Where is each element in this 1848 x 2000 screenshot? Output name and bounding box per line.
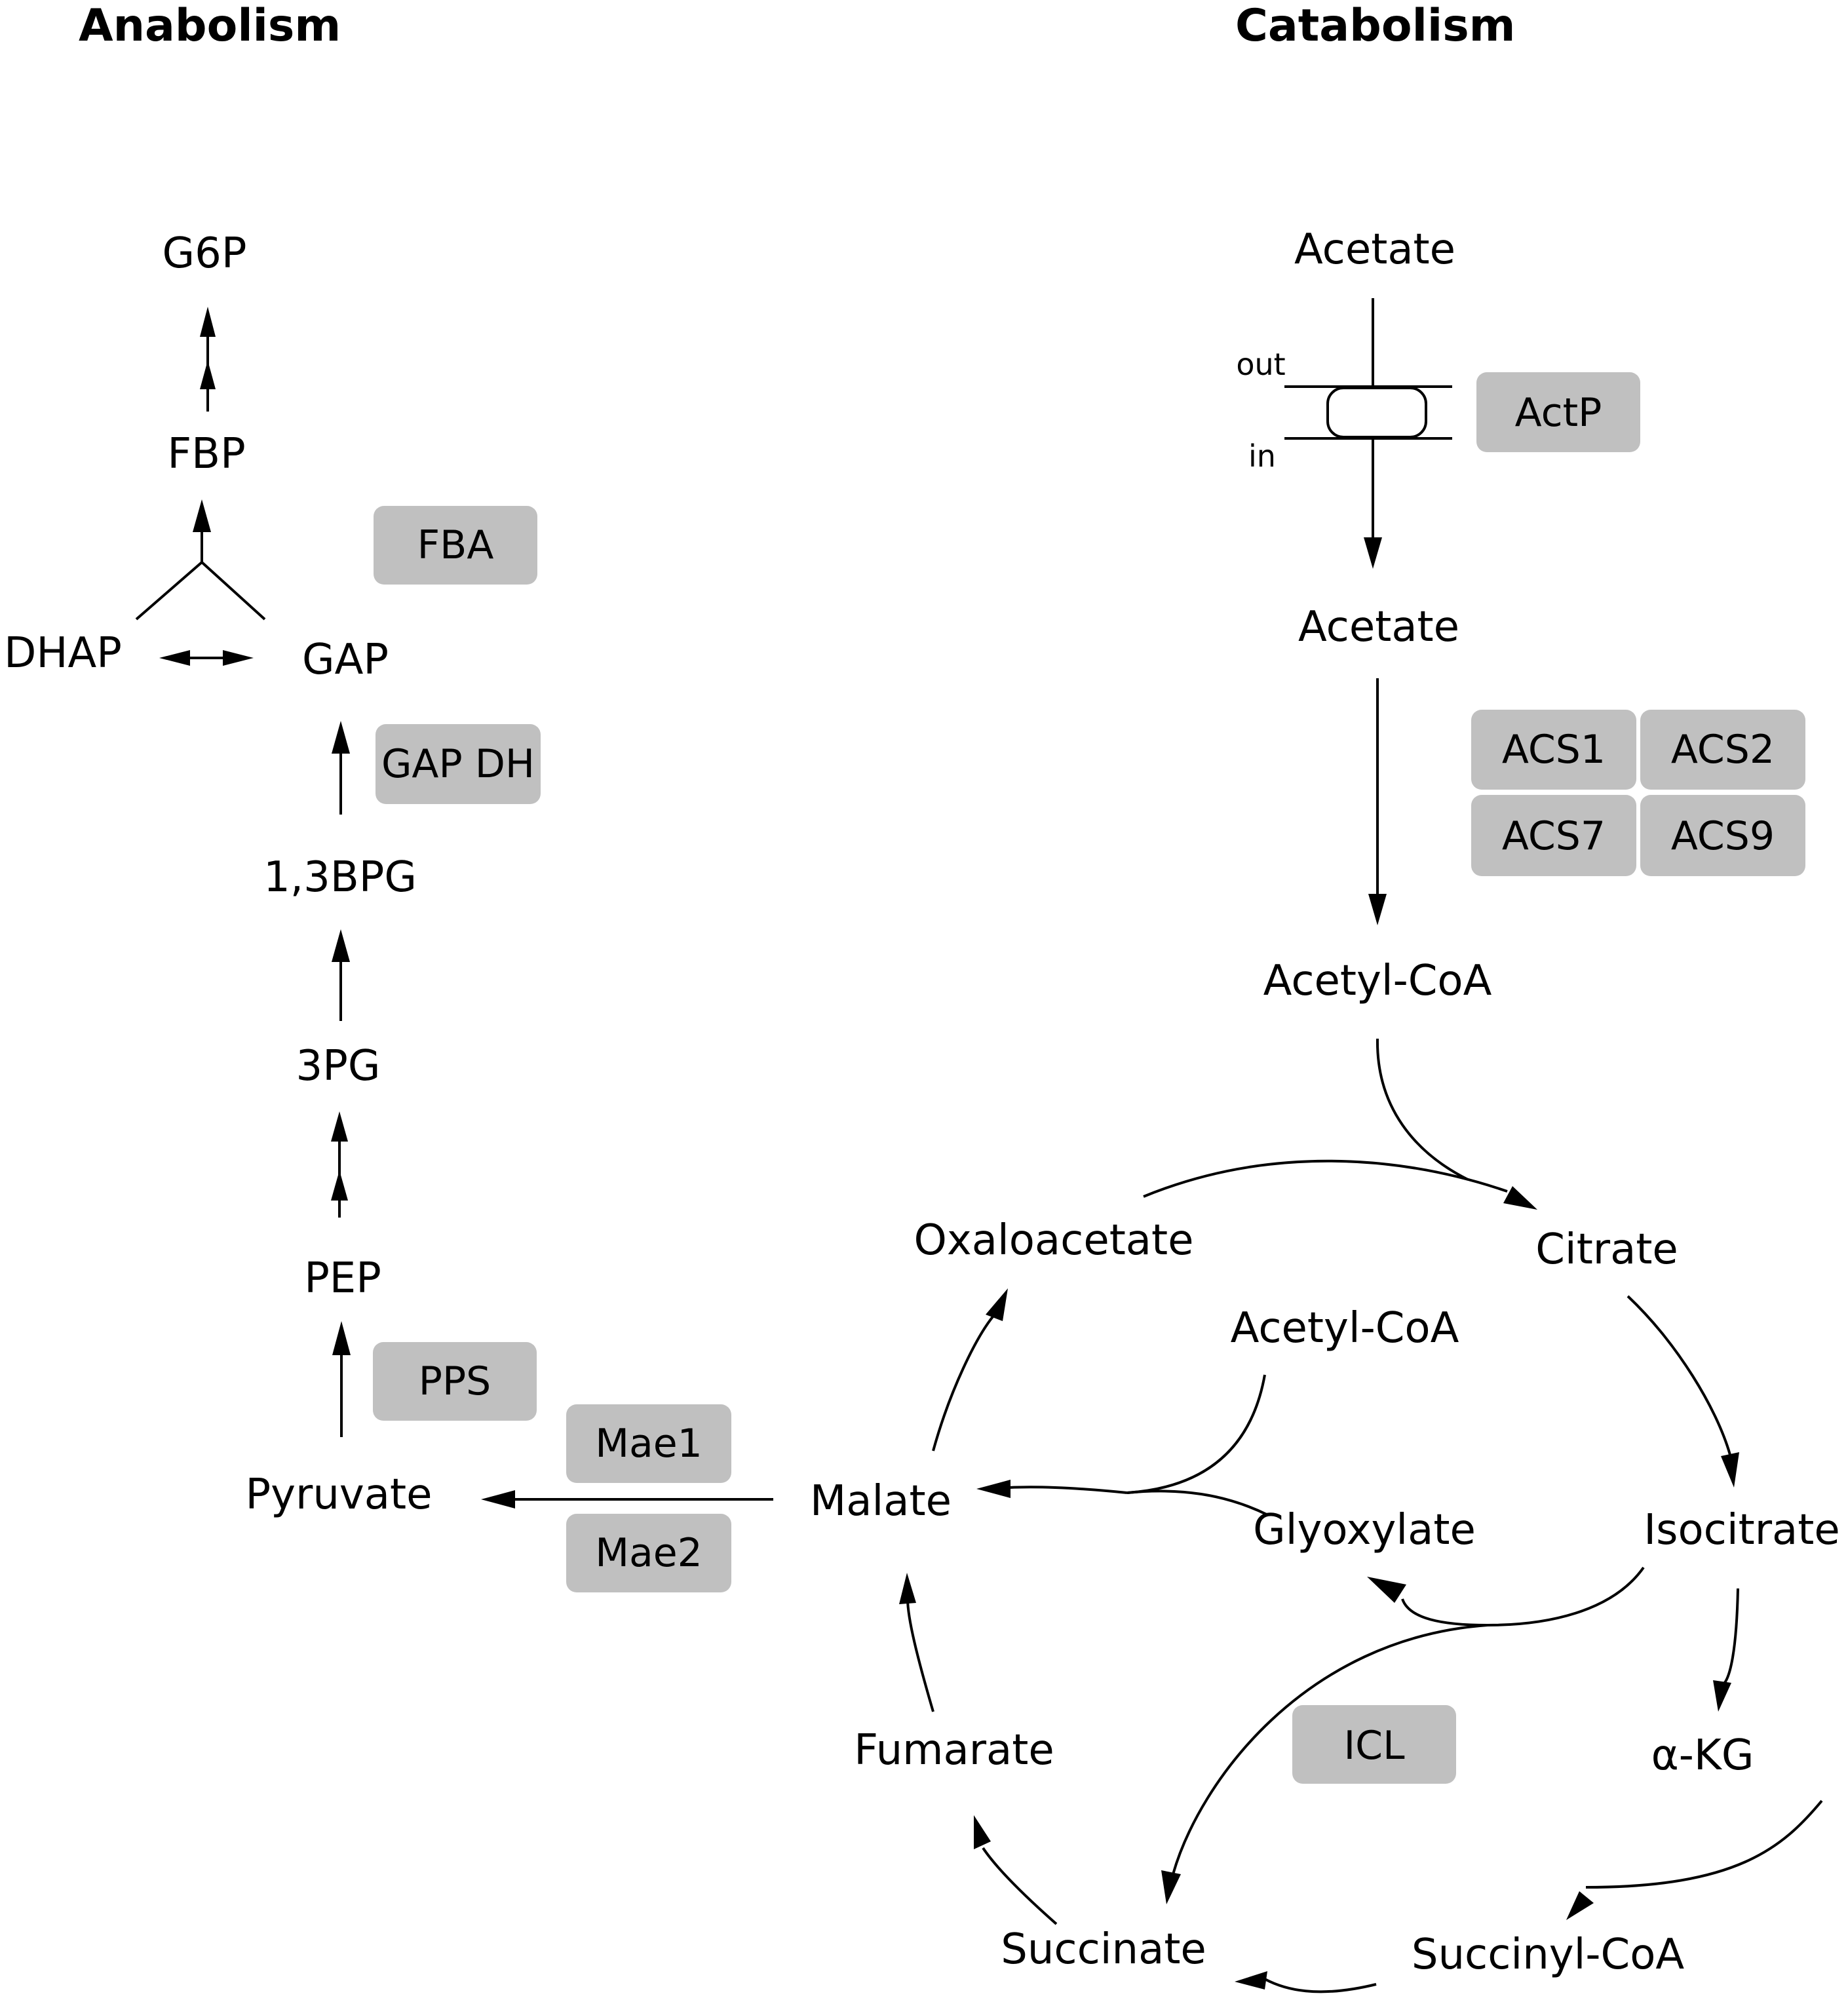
membrane-out-label: out bbox=[1236, 347, 1285, 382]
metabolite-gap: GAP bbox=[302, 636, 389, 684]
metabolite-citrate: Citrate bbox=[1535, 1225, 1678, 1274]
metabolite-fumarate: Fumarate bbox=[854, 1726, 1054, 1775]
arrow-fumarate-to-malate bbox=[899, 1573, 934, 1712]
membrane-transporter bbox=[1284, 298, 1452, 440]
enzyme-fba-label: FBA bbox=[417, 522, 494, 568]
enzyme-mae1: Mae1 bbox=[566, 1404, 731, 1483]
metabolite-alpha-kg: α-KG bbox=[1651, 1731, 1754, 1780]
arrow-triose-to-fbp bbox=[135, 499, 266, 621]
arrow-citrate-to-isocitrate bbox=[1627, 1295, 1739, 1488]
enzyme-acs7-label: ACS7 bbox=[1502, 813, 1606, 859]
arrow-alpha-kg-to-succinyl-coa bbox=[1566, 1799, 1823, 1920]
metabolite-oxaloacetate: Oxaloacetate bbox=[914, 1216, 1194, 1265]
enzyme-acs9-label: ACS9 bbox=[1671, 813, 1775, 859]
enzyme-actp: ActP bbox=[1476, 372, 1640, 452]
enzyme-mae2-label: Mae2 bbox=[595, 1530, 703, 1576]
metabolite-acetate-intracellular: Acetate bbox=[1298, 603, 1459, 651]
metabolite-succinate: Succinate bbox=[1001, 1925, 1206, 1974]
enzyme-acs1-label: ACS1 bbox=[1502, 727, 1606, 773]
arrow-acetyl-coa-to-citrate bbox=[1376, 1038, 1469, 1181]
enzyme-icl: ICL bbox=[1292, 1705, 1456, 1784]
arrow-pyruvate-to-pep bbox=[332, 1321, 351, 1437]
enzyme-fba: FBA bbox=[374, 506, 537, 585]
arrow-succinyl-coa-to-succinate bbox=[1235, 1971, 1377, 1993]
metabolite-g6p: G6P bbox=[163, 229, 247, 278]
metabolite-pyruvate: Pyruvate bbox=[246, 1471, 433, 1519]
metabolite-dhap: DHAP bbox=[4, 629, 122, 678]
arrow-malate-to-pyruvate bbox=[481, 1490, 773, 1509]
arrow-pep-to-3pg bbox=[331, 1111, 348, 1218]
enzyme-icl-label: ICL bbox=[1343, 1723, 1405, 1769]
enzyme-pps-label: PPS bbox=[419, 1358, 491, 1404]
metabolite-glyoxylate: Glyoxylate bbox=[1253, 1506, 1476, 1554]
enzyme-gapdh-label: GAP DH bbox=[381, 741, 535, 787]
metabolite-malate: Malate bbox=[810, 1477, 952, 1526]
enzyme-gapdh: GAP DH bbox=[375, 724, 541, 804]
membrane-in-label: in bbox=[1248, 438, 1276, 474]
anabolism-heading: Anabolism bbox=[79, 0, 341, 52]
enzyme-actp-label: ActP bbox=[1515, 390, 1602, 436]
metabolite-isocitrate: Isocitrate bbox=[1644, 1506, 1839, 1554]
metabolite-acetate-extracellular: Acetate bbox=[1294, 225, 1455, 274]
enzyme-mae1-label: Mae1 bbox=[595, 1421, 703, 1467]
arrow-isocitrate-to-alpha-kg bbox=[1713, 1588, 1739, 1712]
enzyme-acs9: ACS9 bbox=[1640, 795, 1805, 876]
arrow-fbp-to-g6p bbox=[200, 307, 216, 412]
enzyme-mae2: Mae2 bbox=[566, 1514, 731, 1592]
metabolite-succinyl-coa: Succinyl-CoA bbox=[1412, 1931, 1685, 1979]
enzyme-acs2: ACS2 bbox=[1640, 710, 1805, 790]
metabolite-acetyl-coa-glyoxylate-shunt: Acetyl-CoA bbox=[1231, 1304, 1459, 1353]
arrow-oxaloacetate-to-citrate bbox=[1143, 1159, 1537, 1210]
metabolite-pep: PEP bbox=[304, 1254, 381, 1303]
arrow-glyoxylate-to-malate bbox=[976, 1374, 1269, 1516]
enzyme-acs7: ACS7 bbox=[1471, 795, 1636, 876]
metabolite-3pg: 3PG bbox=[296, 1042, 381, 1090]
arrow-13bpg-to-gap bbox=[332, 721, 350, 815]
metabolite-acetyl-coa: Acetyl-CoA bbox=[1263, 957, 1492, 1005]
enzyme-acs2-label: ACS2 bbox=[1671, 727, 1775, 773]
arrow-3pg-to-13bpg bbox=[332, 929, 350, 1021]
arrow-succinate-to-fumarate bbox=[974, 1815, 1058, 1925]
arrow-malate-to-oxaloacetate bbox=[932, 1288, 1008, 1452]
arrow-dhap-gap-interconversion bbox=[159, 650, 254, 666]
enzyme-pps: PPS bbox=[373, 1342, 537, 1421]
catabolism-heading: Catabolism bbox=[1235, 0, 1516, 52]
arrow-acetate-to-acetyl-coa bbox=[1368, 678, 1387, 925]
metabolite-1-3bpg: 1,3BPG bbox=[263, 853, 417, 902]
arrow-isocitrate-split-icl bbox=[1161, 1566, 1645, 1904]
arrow-acetate-uptake bbox=[1364, 438, 1382, 569]
metabolite-fbp: FBP bbox=[167, 430, 245, 478]
enzyme-acs1: ACS1 bbox=[1471, 710, 1636, 790]
